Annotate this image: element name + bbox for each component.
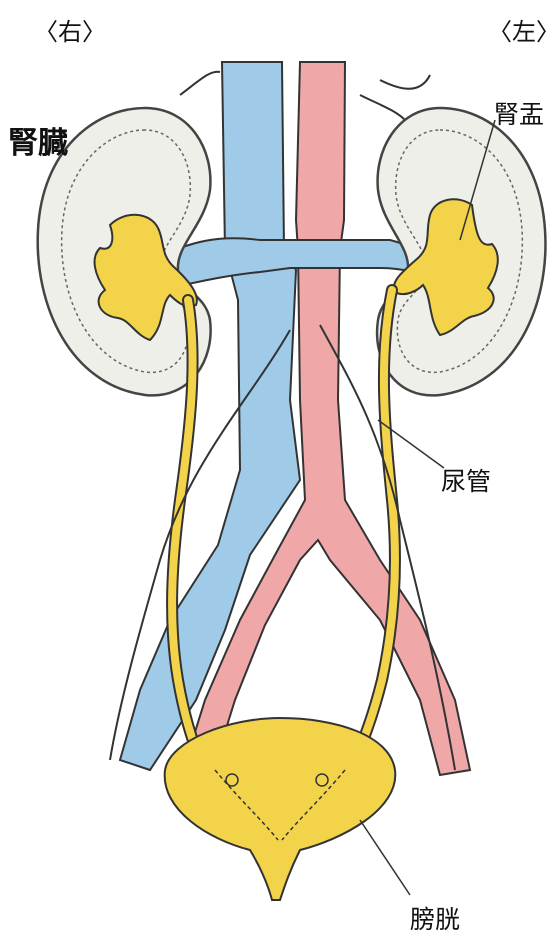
bladder (165, 718, 396, 900)
label-right-side: 〈右〉 (34, 12, 106, 47)
label-renal-pelvis: 腎盂 (494, 95, 544, 131)
label-bladder: 膀胱 (410, 900, 460, 936)
label-kidney: 腎臓 (8, 118, 68, 162)
label-left-side: 〈左〉 (488, 12, 553, 47)
label-ureter: 尿管 (441, 462, 491, 498)
bladder-pointer-line (360, 820, 410, 895)
